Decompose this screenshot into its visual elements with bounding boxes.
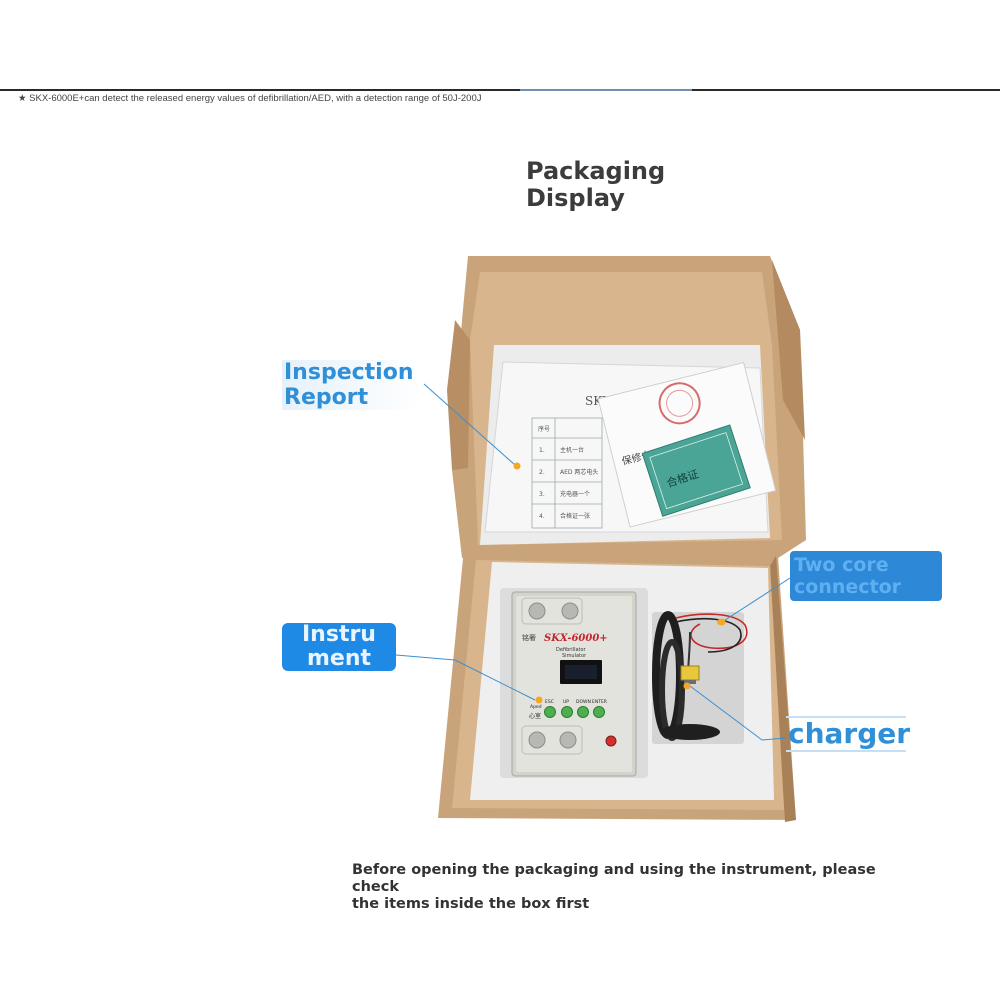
- screw-tr: [561, 602, 579, 620]
- screw-tl: [528, 602, 546, 620]
- esc-button: [544, 706, 556, 718]
- callout-dots: [513, 462, 726, 704]
- enter-button: [593, 706, 605, 718]
- callout-connector-line-2: connector: [794, 576, 902, 598]
- heading-line-2: Display: [526, 184, 625, 212]
- callout-inspection-report: Inspection Report: [282, 360, 422, 410]
- section-heading: Packaging Display: [526, 158, 665, 212]
- top-note: ★ SKX-6000E+can detect the released ener…: [18, 93, 482, 104]
- red-stamp: [658, 382, 701, 425]
- charger-and-cable: [652, 611, 748, 741]
- device-side-label-2: 心室: [529, 712, 541, 720]
- callout-leaders: [395, 383, 791, 741]
- heading-line-1: Packaging: [526, 157, 666, 185]
- device-side-label-1: Aped: [530, 704, 542, 710]
- caption-line-2: the items inside the box first: [352, 896, 590, 912]
- yellow-connector: [680, 665, 700, 681]
- button-label-down: DOWN: [576, 699, 591, 705]
- device-subtitle-1: Defibrillator: [556, 647, 587, 653]
- power-indicator: [605, 735, 617, 747]
- device-model: SKX-6000+: [544, 633, 608, 644]
- doc-row-3-item: 充电器一个: [560, 490, 590, 498]
- callout-inspection-line-1: Inspection: [284, 360, 414, 385]
- doc-table: [531, 417, 603, 529]
- down-button: [577, 706, 589, 718]
- button-label-esc: ESC: [545, 699, 554, 705]
- doc-row-1-item: 主机一台: [560, 446, 584, 454]
- top-divider: [0, 89, 1000, 91]
- callout-connector-line-1: Two core: [794, 554, 889, 576]
- screw-br: [559, 731, 577, 749]
- documents: SKX- 序号 1. 主机一台 2. AED 两芯电头 3. 充电器一个 4. …: [484, 361, 777, 533]
- doc-row-2-item: AED 两芯电头: [560, 468, 598, 476]
- button-label-enter: ENTER: [592, 699, 607, 705]
- caption-line-1: Before opening the packaging and using t…: [352, 862, 876, 895]
- device-subtitle-2: Simulator: [562, 653, 587, 659]
- device-simulator: 铭奢 SKX-6000+ Defibrillator Simulator ESC…: [511, 591, 637, 777]
- callout-instrument-line-2: ment: [306, 646, 372, 671]
- doc-table-header: 序号: [538, 425, 550, 433]
- caption: Before opening the packaging and using t…: [352, 862, 912, 913]
- doc-row-3-no: 3.: [539, 491, 545, 498]
- up-button: [561, 706, 573, 718]
- doc-row-2-no: 2.: [539, 469, 545, 476]
- doc-row-4-item: 合格证一张: [560, 512, 590, 520]
- callout-instrument: Instru ment: [282, 623, 396, 671]
- doc-row-4-no: 4.: [539, 513, 545, 520]
- device-brand: 铭奢: [522, 633, 536, 642]
- callout-instrument-line-1: Instru: [302, 623, 376, 647]
- callout-two-core-connector: Two core connector: [790, 551, 942, 601]
- button-label-up: UP: [563, 699, 569, 705]
- callout-charger: charger: [786, 716, 911, 752]
- callout-inspection-line-2: Report: [284, 385, 369, 410]
- doc-row-1-no: 1.: [539, 447, 545, 454]
- screw-bl: [528, 731, 546, 749]
- top-divider-accent: [520, 89, 692, 91]
